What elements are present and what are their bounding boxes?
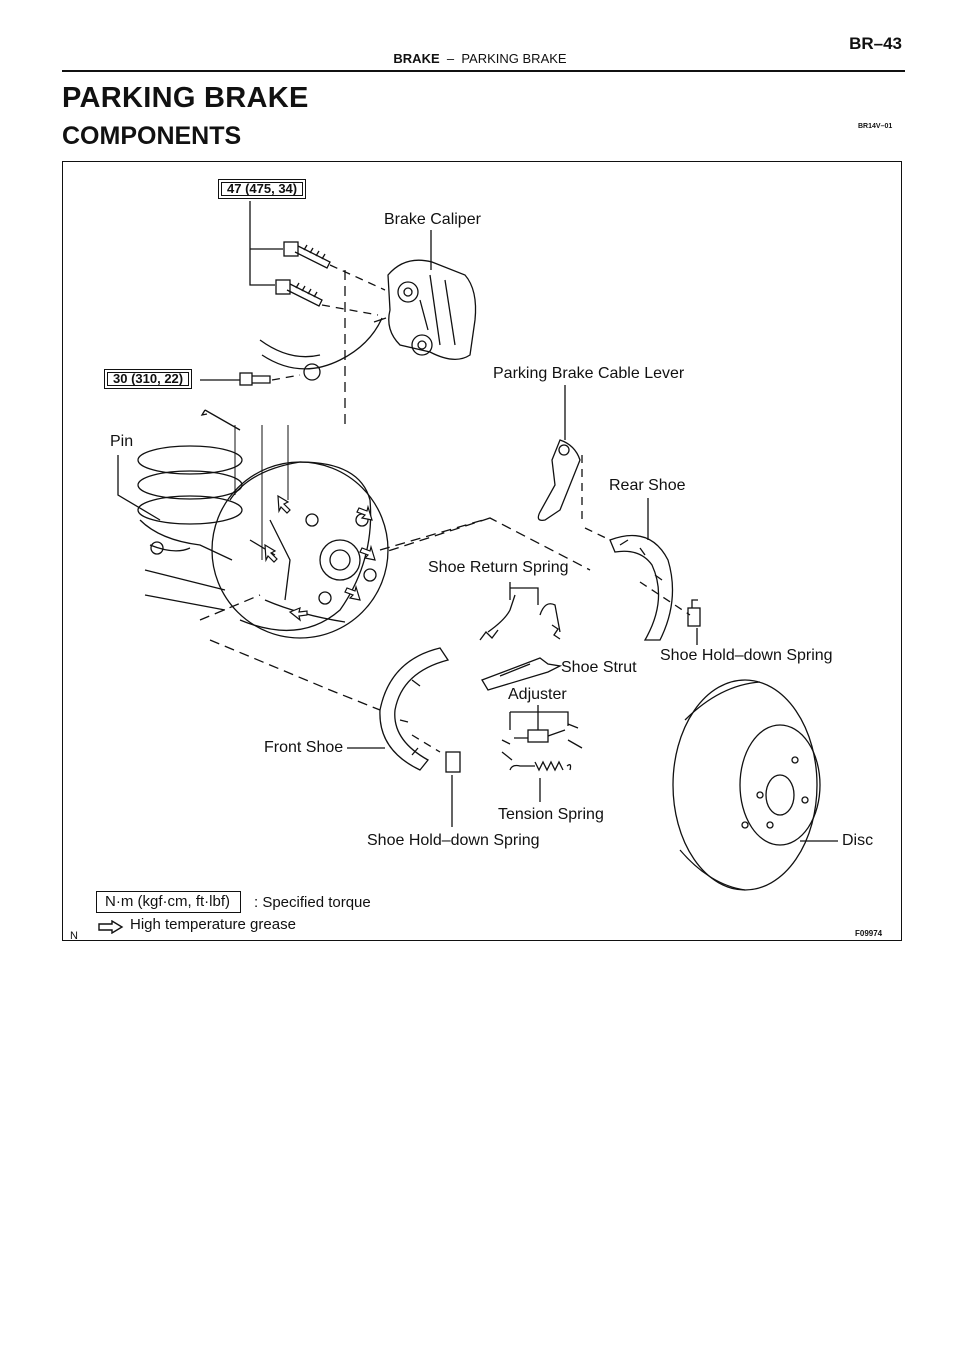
page-number: BR–43 <box>849 34 902 53</box>
label-rear-shoe: Rear Shoe <box>609 477 686 494</box>
coil-spring-icon <box>137 445 243 611</box>
label-disc: Disc <box>842 832 874 849</box>
n-mark: N <box>70 930 78 942</box>
header-subsection: PARKING BRAKE <box>461 51 567 66</box>
tension-spring-icon <box>509 760 572 772</box>
dashed-line <box>199 517 591 711</box>
adjuster-icon <box>501 723 583 761</box>
label-adjuster: Adjuster <box>508 686 567 703</box>
grease-arrow-icon <box>344 584 361 601</box>
header-dash: – <box>446 51 455 66</box>
label-parking-brake-cable-lever: Parking Brake Cable Lever <box>493 365 685 382</box>
caliper-bolt-icon <box>283 241 331 269</box>
doc-code: BR14V–01 <box>858 123 893 130</box>
grease-arrows <box>264 494 376 622</box>
label-pin: Pin <box>110 433 134 450</box>
header-section: BRAKE <box>393 51 440 66</box>
legend-grease-desc: High temperature grease <box>130 916 296 933</box>
label-tension-spring: Tension Spring <box>498 806 604 823</box>
leader-line <box>509 582 539 605</box>
torque-caliper-bolt: 47 (475, 34) <box>218 179 307 200</box>
figure-code: F09974 <box>855 929 883 938</box>
front-shoe-icon <box>379 647 450 771</box>
legend-torque-unit-box: N·m (kgf·cm, ft·lbf) <box>96 891 241 913</box>
grease-arrow-icon <box>288 607 308 622</box>
label-shoe-holddown-spring-bottom: Shoe Hold–down Spring <box>367 832 540 849</box>
leader-line <box>249 201 283 286</box>
legend-torque-unit: N·m (kgf·cm, ft·lbf) <box>105 893 230 910</box>
shoe-strut-icon <box>481 657 563 691</box>
grease-arrow-icon <box>98 920 124 934</box>
grease-arrow-icon <box>356 504 373 521</box>
label-shoe-strut: Shoe Strut <box>561 659 637 676</box>
leader-line <box>509 705 569 730</box>
disc-icon <box>672 679 821 891</box>
section-title: PARKING BRAKE <box>62 82 309 114</box>
grease-arrow-icon <box>277 494 291 514</box>
legend-torque-desc: : Specified torque <box>254 894 371 911</box>
shoe-holddown-spring-icon <box>445 751 461 773</box>
shoe-return-spring-icon <box>479 594 561 641</box>
parking-brake-cable-lever-icon <box>537 439 581 521</box>
label-shoe-return-spring: Shoe Return Spring <box>428 559 569 576</box>
grease-arrow-icon <box>359 544 376 561</box>
label-brake-caliper: Brake Caliper <box>384 211 481 228</box>
figure-frame <box>62 161 902 941</box>
hose-bolt-icon <box>239 372 271 386</box>
caliper-bolt-icon <box>275 279 323 307</box>
leader-line <box>117 455 161 521</box>
torque-hose-bolt: 30 (310, 22) <box>104 369 193 390</box>
label-front-shoe: Front Shoe <box>264 739 344 756</box>
shoe-holddown-spring-icon <box>687 599 701 627</box>
dashed-line <box>321 264 386 316</box>
brake-caliper-icon <box>373 259 477 360</box>
rear-shoe-icon <box>609 534 674 641</box>
brake-hose-icon <box>261 317 383 370</box>
grease-arrow-icon <box>264 543 278 563</box>
pin-icon <box>200 409 241 431</box>
header-title: BRAKE – PARKING BRAKE <box>0 51 960 66</box>
backing-plate-icon <box>211 461 389 639</box>
label-shoe-holddown-spring-right: Shoe Hold–down Spring <box>660 647 833 664</box>
header-rule <box>62 70 905 72</box>
subsection-title: COMPONENTS <box>62 122 242 150</box>
